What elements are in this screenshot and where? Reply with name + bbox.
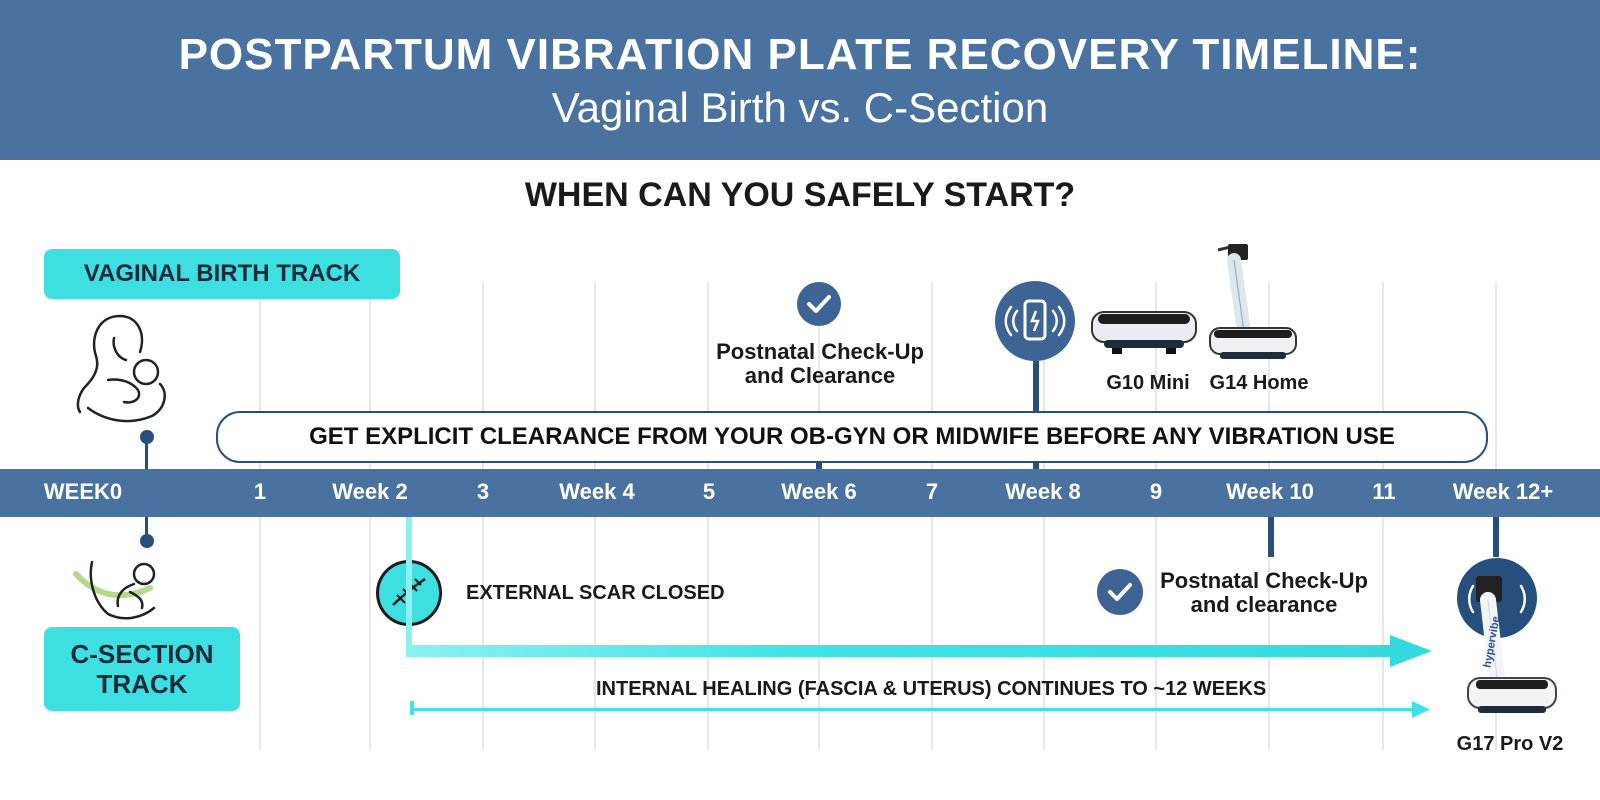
check-icon (797, 282, 841, 326)
header-bar: POSTPARTUM VIBRATION PLATE RECOVERY TIME… (0, 0, 1600, 160)
clearance-banner: GET EXPLICIT CLEARANCE FROM YOUR OB-GYN … (216, 411, 1488, 463)
csection-track-dot (140, 534, 154, 548)
phone-vibration-icon (995, 281, 1075, 361)
week12-stem (1493, 517, 1499, 557)
tick-week-7: 7 (925, 479, 939, 504)
tick-week-10: Week 10 (1226, 479, 1314, 504)
vaginal-track-connector (145, 436, 148, 470)
internal-healing-label: INTERNAL HEALING (FASCIA & UTERUS) CONTI… (596, 678, 1267, 700)
week10-stem (1268, 517, 1274, 557)
timeline-band (0, 469, 1600, 517)
tick-week-3: 3 (476, 479, 490, 504)
healing-arrows (406, 517, 1432, 718)
tick-week-0: WEEK0 (43, 479, 123, 504)
tick-week-8: Week 8 (1005, 479, 1081, 504)
tick-week-2: Week 2 (332, 479, 408, 504)
vibration-plate-icon (1209, 244, 1297, 359)
mother-baby-icon (76, 314, 166, 423)
product-g14-home: G14 Home (1209, 372, 1309, 394)
c-section-baby-icon (73, 560, 156, 620)
tick-week-1: 1 (253, 479, 267, 504)
question-heading: WHEN CAN YOU SAFELY START? (524, 176, 1076, 214)
tick-week-11: 11 (1372, 479, 1396, 504)
vaginal-track-dot (140, 430, 154, 444)
csection-track-label: C-SECTION TRACK (44, 627, 240, 711)
week6-stem (816, 459, 822, 471)
csection-track-connector (145, 517, 148, 541)
vaginal-checkup-label: Postnatal Check-Up and Clearance (716, 339, 924, 388)
tick-week-6: Week 6 (781, 479, 857, 504)
csection-checkup-label: Postnatal Check-Up and clearance (1160, 568, 1368, 617)
check-icon (1097, 569, 1143, 615)
page-subtitle: Vaginal Birth vs. C-Section (551, 84, 1049, 131)
product-g17-pro-v2: G17 Pro V2 (1456, 733, 1564, 755)
vaginal-track-label: VAGINAL BIRTH TRACK (44, 249, 400, 299)
tick-week-12: Week 12+ (1452, 479, 1554, 504)
vibration-plate-icon (1091, 311, 1197, 354)
g17-plate-image (1467, 576, 1557, 713)
scar-closed-label: EXTERNAL SCAR CLOSED (466, 582, 725, 604)
tick-week-4: Week 4 (559, 479, 635, 504)
page-title: POSTPARTUM VIBRATION PLATE RECOVERY TIME… (178, 30, 1422, 79)
product-g10-mini: G10 Mini (1106, 372, 1190, 394)
tick-week-9: 9 (1149, 479, 1163, 504)
tick-week-5: 5 (702, 479, 716, 504)
